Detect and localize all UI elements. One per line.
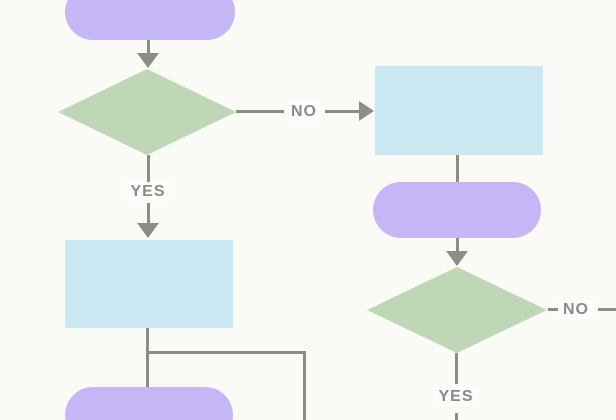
process-node-no-branch[interactable] [375, 66, 543, 155]
arrowhead-right-icon [359, 101, 374, 121]
connector [456, 155, 459, 182]
connector [236, 110, 284, 113]
edge-label-yes: YES [126, 182, 170, 201]
connector [147, 203, 150, 224]
arrowhead-down-icon [137, 223, 159, 238]
decision-node-1[interactable] [58, 69, 236, 155]
connector [598, 308, 616, 311]
connector [325, 110, 360, 113]
connector [455, 353, 458, 384]
connector [147, 155, 150, 182]
terminator-node-right[interactable] [373, 182, 541, 238]
connector [456, 238, 459, 252]
connector [455, 413, 458, 420]
terminator-node-start[interactable] [65, 0, 235, 40]
arrowhead-down-icon [137, 53, 159, 68]
terminator-node-bottom-left[interactable] [65, 387, 233, 420]
decision-node-2[interactable] [367, 267, 547, 353]
arrowhead-down-icon [446, 251, 468, 266]
connector [147, 40, 150, 55]
connector [146, 328, 149, 388]
connector [146, 351, 306, 354]
edge-label-yes: YES [434, 387, 478, 406]
connector [548, 308, 558, 311]
edge-label-no: NO [287, 102, 321, 121]
process-node-yes-branch[interactable] [65, 240, 233, 328]
edge-label-no: NO [559, 300, 593, 319]
connector [303, 351, 306, 420]
